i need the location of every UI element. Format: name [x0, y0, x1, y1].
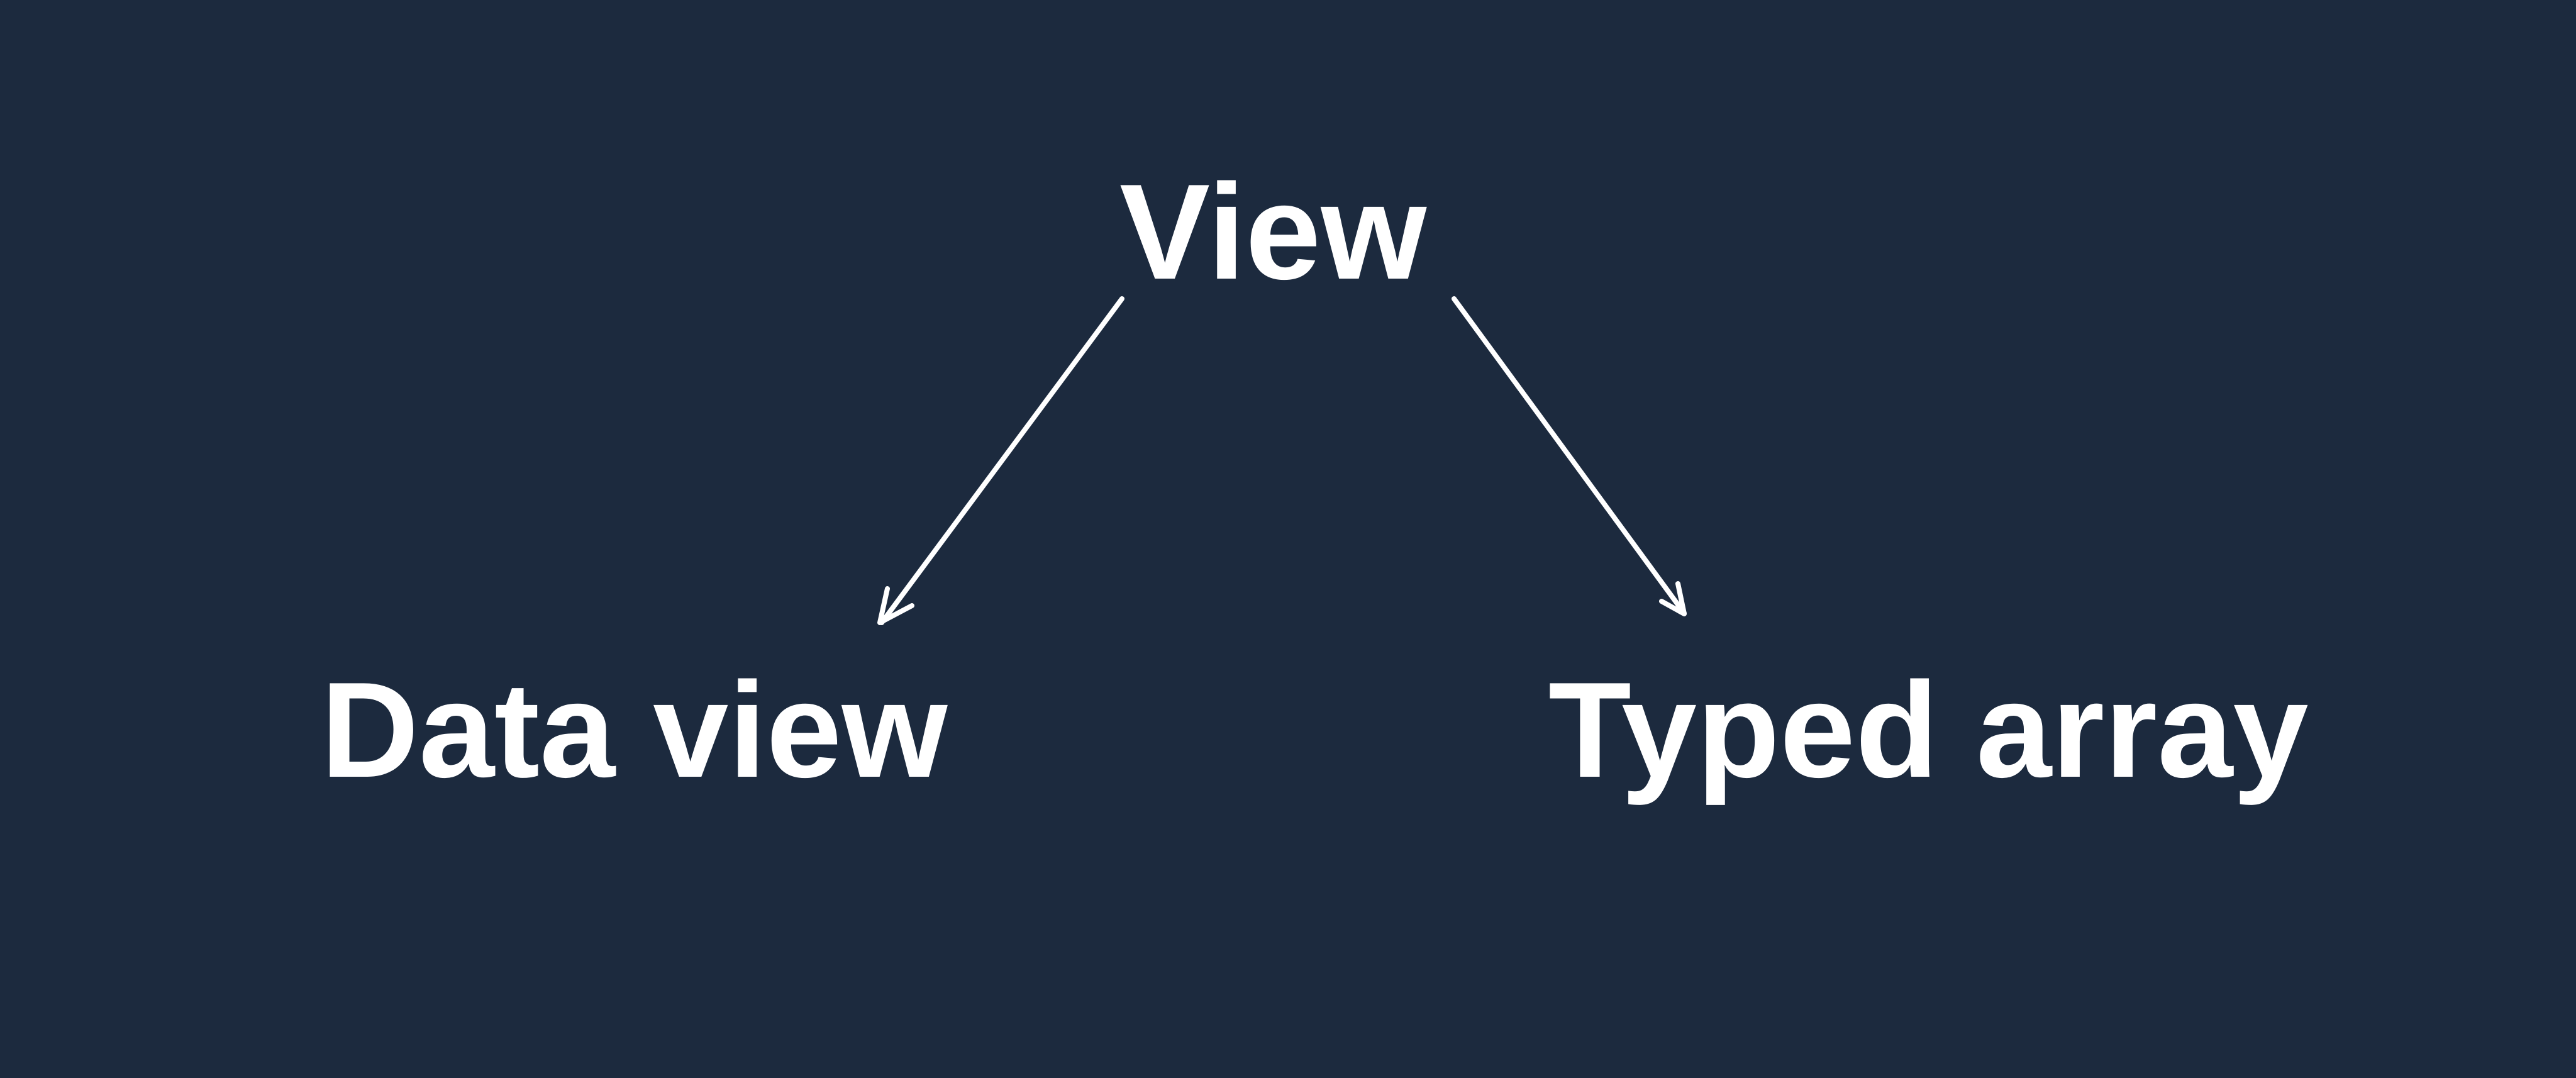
node-data-view-label: Data view: [321, 653, 948, 806]
arrowhead-right: [1659, 581, 1687, 616]
arrowhead-left: [877, 586, 914, 625]
node-typed-array-label: Typed array: [1548, 653, 2309, 806]
arrow-view-to-data-view: [877, 296, 1124, 625]
arrow-shaft-right: [1452, 296, 1687, 616]
arrow-view-to-typed-array: [1452, 296, 1687, 616]
arrow-shaft-left: [879, 296, 1124, 625]
node-view-label: View: [1119, 155, 1427, 308]
